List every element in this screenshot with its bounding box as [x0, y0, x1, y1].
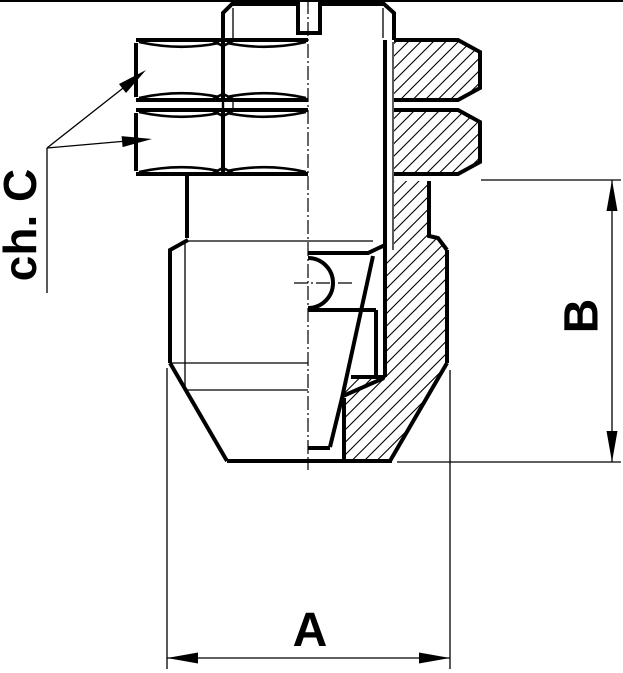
dim-b-arrow-top [606, 180, 618, 211]
nut1-section-hatch [394, 40, 480, 100]
nut1-chamfer-arc-bl [138, 91, 220, 100]
nut2-section-hatch [394, 110, 480, 174]
section-hatching [344, 40, 480, 461]
dim-a-arrow-left [167, 652, 198, 664]
nut1-chamfer-arc-tr [226, 40, 307, 49]
internal-section [307, 40, 387, 461]
dimensions: A B ch. C [0, 70, 621, 669]
nut2-corner-v-top [212, 109, 234, 118]
dim-a-arrow-right [419, 652, 450, 664]
nut2-section-outline [394, 108, 482, 176]
funnel-flare [342, 376, 385, 398]
hex-nut-2 [134, 108, 482, 176]
dim-c-arrow-2 [121, 136, 152, 148]
nut1-chamfer-arc-br [226, 91, 307, 100]
nut2-chamfer-arc-br [226, 165, 307, 174]
nut1-section-outline [394, 38, 482, 102]
thin-lines [170, 8, 394, 391]
dim-c-label: ch. C [0, 169, 46, 281]
dim-c-leader-1 [46, 80, 133, 149]
dim-b-label: B [556, 299, 609, 334]
nut2-chamfer-arc-tl [138, 110, 220, 119]
neck-right-edge [427, 181, 449, 252]
body-left-side [168, 238, 189, 363]
nut1-corner-v-top [212, 39, 234, 48]
centerlines [294, 0, 354, 470]
body-left-bevel [168, 361, 229, 463]
slotted-stem-top [221, 2, 396, 40]
dim-a-label: A [293, 604, 328, 657]
body-right-bevel [388, 361, 449, 463]
stem-outline [221, 2, 396, 40]
body-section-hatch [344, 181, 447, 461]
nut1-chamfer-arc-tl [138, 40, 220, 49]
dim-c-leader-2 [46, 140, 128, 149]
bore-shoulder-seat [308, 243, 386, 255]
nut2-chamfer-arc-bl [138, 165, 220, 174]
dim-b-arrow-bottom [606, 431, 618, 462]
nut1-corner-v-bottom [212, 92, 234, 101]
nut2-corner-v-bottom [212, 166, 234, 175]
dim-c-arrow-1 [119, 70, 146, 93]
body-outline [168, 176, 449, 463]
check-ball [307, 256, 335, 310]
top-border-line [0, 0, 623, 2]
nut2-chamfer-arc-tr [226, 110, 307, 119]
